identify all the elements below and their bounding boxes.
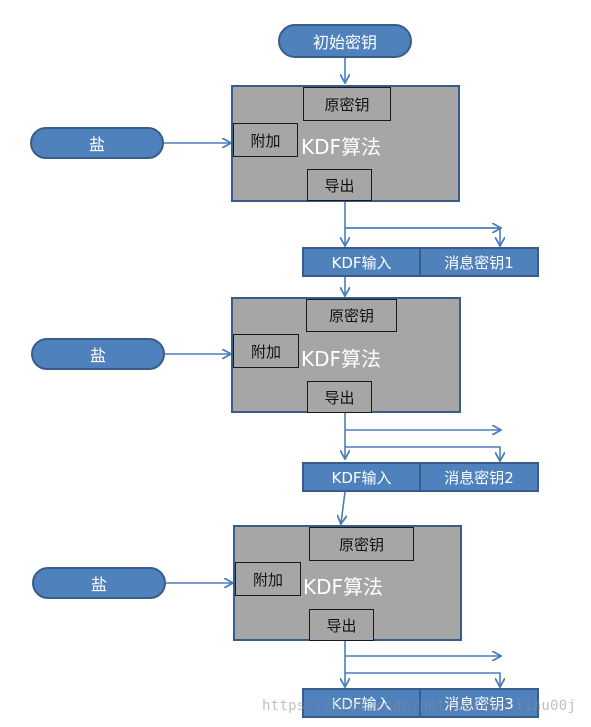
- orig-key-box-1: 原密钥: [303, 87, 391, 121]
- msg-key-cell-2: 消息密钥2: [419, 462, 539, 492]
- orig-key-label-1: 原密钥: [324, 95, 370, 114]
- orig-key-label-3: 原密钥: [338, 535, 384, 554]
- arrow-export1-branch: [345, 227, 500, 245]
- msg-key-label-1: 消息密钥1: [444, 253, 514, 272]
- kdf-block-2: 原密钥 附加 KDF算法 导出: [231, 297, 461, 413]
- kdf-input-cell-3: KDF输入: [302, 688, 421, 718]
- attach-label-2: 附加: [250, 342, 281, 361]
- initial-key-node: 初始密钥: [278, 24, 412, 58]
- export-box-1: 导出: [307, 169, 372, 201]
- orig-key-box-3: 原密钥: [309, 527, 414, 561]
- arrow-export3-branch: [345, 672, 500, 686]
- attach-box-2: 附加: [233, 334, 299, 368]
- arrow-input2-to-block3: [341, 491, 345, 523]
- msg-key-label-2: 消息密钥2: [444, 468, 514, 487]
- attach-label-3: 附加: [252, 570, 283, 589]
- salt-label-1: 盐: [88, 135, 105, 154]
- orig-key-label-2: 原密钥: [328, 307, 374, 325]
- salt-node-2: 盐: [31, 338, 165, 370]
- kdf-input-cell-1: KDF输入: [302, 247, 421, 277]
- orig-key-box-2: 原密钥: [306, 299, 397, 332]
- msg-key-label-3: 消息密钥3: [444, 694, 514, 713]
- export-label-1: 导出: [324, 176, 355, 195]
- salt-node-3: 盐: [32, 567, 166, 599]
- kdf-input-label-1: KDF输入: [331, 253, 392, 272]
- export-box-2: 导出: [307, 381, 372, 413]
- kdf-algo-title-2: KDF算法: [301, 347, 382, 371]
- salt-label-3: 盐: [90, 575, 107, 594]
- initial-key-label: 初始密钥: [312, 33, 377, 52]
- kdf-input-label-3: KDF输入: [331, 694, 392, 713]
- watermark-text: https://blog.csdn.net/weixin_liau00j: [262, 698, 577, 714]
- msg-key-cell-1: 消息密钥1: [419, 247, 539, 277]
- attach-box-3: 附加: [235, 562, 301, 596]
- salt-node-1: 盐: [30, 127, 164, 159]
- export-box-3: 导出: [309, 609, 374, 641]
- kdf-algo-title-1: KDF算法: [301, 135, 382, 159]
- kdf-algo-title-3: KDF算法: [303, 575, 384, 599]
- attach-label-1: 附加: [250, 131, 281, 150]
- msg-key-cell-3: 消息密钥3: [419, 688, 539, 718]
- export-label-3: 导出: [326, 616, 357, 635]
- kdf-input-cell-2: KDF输入: [302, 462, 421, 492]
- kdf-block-1: 原密钥 附加 KDF算法 导出: [231, 85, 460, 202]
- arrow-export2-branch: [345, 446, 500, 460]
- salt-label-2: 盐: [89, 346, 106, 365]
- kdf-block-3: 原密钥 附加 KDF算法 导出: [233, 525, 462, 641]
- kdf-input-label-2: KDF输入: [331, 468, 392, 487]
- export-label-2: 导出: [324, 388, 355, 407]
- attach-box-1: 附加: [233, 123, 298, 157]
